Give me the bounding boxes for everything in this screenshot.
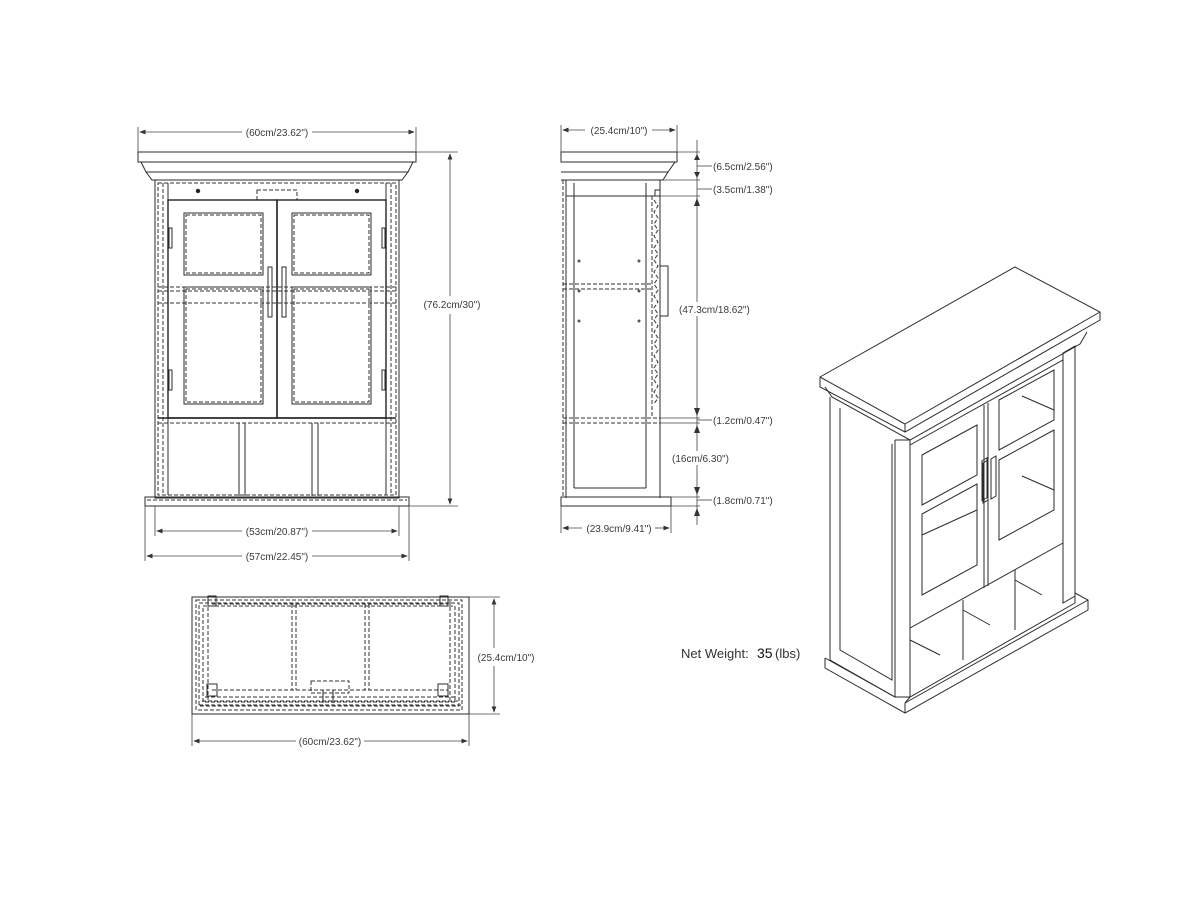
side-door-height-label: (47.3cm/18.62")	[679, 305, 750, 316]
net-weight-value: 35	[757, 645, 773, 661]
side-crown-height-label: (6.5cm/2.56")	[713, 162, 773, 173]
side-base-height-label: (1.8cm/0.71")	[713, 496, 773, 507]
net-weight-label: Net Weight:	[681, 646, 749, 661]
front-inner-width-label: (53cm/20.87")	[246, 527, 308, 538]
front-view: (60cm/23.62") (76.2cm/30") (53cm/20.87")…	[137, 127, 481, 563]
net-weight: Net Weight: 35 (lbs)	[681, 645, 800, 661]
side-top-depth-label: (25.4cm/10")	[591, 126, 648, 137]
side-body-depth-label: (23.9cm/9.41")	[586, 524, 651, 535]
top-depth-label: (25.4cm/10")	[478, 653, 535, 664]
side-view: (25.4cm/10") (6.5cm/2.56") (3.5cm/1.38")…	[560, 125, 773, 535]
front-top-width-label: (60cm/23.62")	[246, 128, 308, 139]
side-shelf-thickness-label: (1.2cm/0.47")	[713, 416, 773, 427]
front-base-width-label: (57cm/22.45")	[246, 552, 308, 563]
net-weight-unit: (lbs)	[775, 646, 800, 661]
top-view: (25.4cm/10") (60cm/23.62")	[191, 595, 535, 748]
side-cubby-height-label: (16cm/6.30")	[672, 454, 729, 465]
top-width-label: (60cm/23.62")	[299, 737, 361, 748]
front-height-label: (76.2cm/30")	[424, 300, 481, 311]
isometric-view	[819, 266, 1101, 714]
side-top-rail-label: (3.5cm/1.38")	[713, 185, 773, 196]
